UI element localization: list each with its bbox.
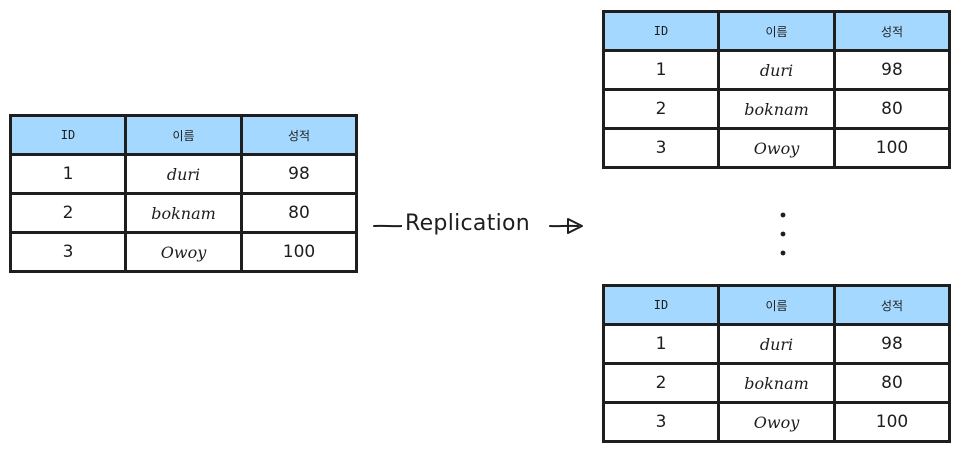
table-header-row: ID 이름 성적 [9, 114, 358, 156]
replica-table: ID 이름 성적 1 duri 98 2 boknam 80 3 Owoy 10… [602, 284, 951, 443]
cell-score: 98 [833, 49, 951, 91]
column-header-name: 이름 [124, 114, 243, 156]
column-header-score: 성적 [240, 114, 358, 156]
cell-id: 1 [602, 49, 720, 91]
cell-id: 2 [602, 88, 720, 130]
column-header-score: 성적 [833, 10, 951, 52]
arrow-label: Replication [402, 209, 534, 239]
cell-name: boknam [717, 88, 836, 130]
column-header-score: 성적 [833, 284, 951, 326]
cell-name: boknam [717, 362, 836, 404]
source-table: ID 이름 성적 1 duri 98 2 boknam 80 3 Owoy 10… [9, 114, 358, 273]
table-header-row: ID 이름 성적 [602, 10, 951, 52]
cell-name: Owoy [717, 401, 836, 443]
cell-id: 3 [602, 127, 720, 169]
cell-score: 80 [240, 192, 358, 234]
table-row: 3 Owoy 100 [9, 231, 358, 273]
cell-name: boknam [124, 192, 243, 234]
cell-score: 98 [240, 153, 358, 195]
replica-table: ID 이름 성적 1 duri 98 2 boknam 80 3 Owoy 10… [602, 10, 951, 169]
column-header-name: 이름 [717, 10, 836, 52]
table-row: 1 duri 98 [9, 153, 358, 195]
table-row: 2 boknam 80 [9, 192, 358, 234]
cell-score: 100 [833, 127, 951, 169]
cell-id: 2 [9, 192, 127, 234]
cell-id: 3 [602, 401, 720, 443]
column-header-id: ID [602, 10, 720, 52]
table-row: 1 duri 98 [602, 323, 951, 365]
cell-name: Owoy [124, 231, 243, 273]
column-header-name: 이름 [717, 284, 836, 326]
table-row: 2 boknam 80 [602, 362, 951, 404]
cell-id: 3 [9, 231, 127, 273]
cell-name: duri [717, 323, 836, 365]
cell-name: duri [124, 153, 243, 195]
cell-id: 1 [9, 153, 127, 195]
replication-arrow [373, 218, 583, 234]
cell-id: 1 [602, 323, 720, 365]
table-row: 3 Owoy 100 [602, 127, 951, 169]
cell-score: 100 [240, 231, 358, 273]
cell-score: 80 [833, 362, 951, 404]
cell-score: 98 [833, 323, 951, 365]
cell-name: duri [717, 49, 836, 91]
ellipsis-icon [780, 212, 786, 256]
table-row: 3 Owoy 100 [602, 401, 951, 443]
table-header-row: ID 이름 성적 [602, 284, 951, 326]
arrowhead-icon [567, 218, 583, 234]
table-row: 1 duri 98 [602, 49, 951, 91]
cell-id: 2 [602, 362, 720, 404]
table-row: 2 boknam 80 [602, 88, 951, 130]
cell-score: 100 [833, 401, 951, 443]
column-header-id: ID [9, 114, 127, 156]
column-header-id: ID [602, 284, 720, 326]
cell-score: 80 [833, 88, 951, 130]
cell-name: Owoy [717, 127, 836, 169]
